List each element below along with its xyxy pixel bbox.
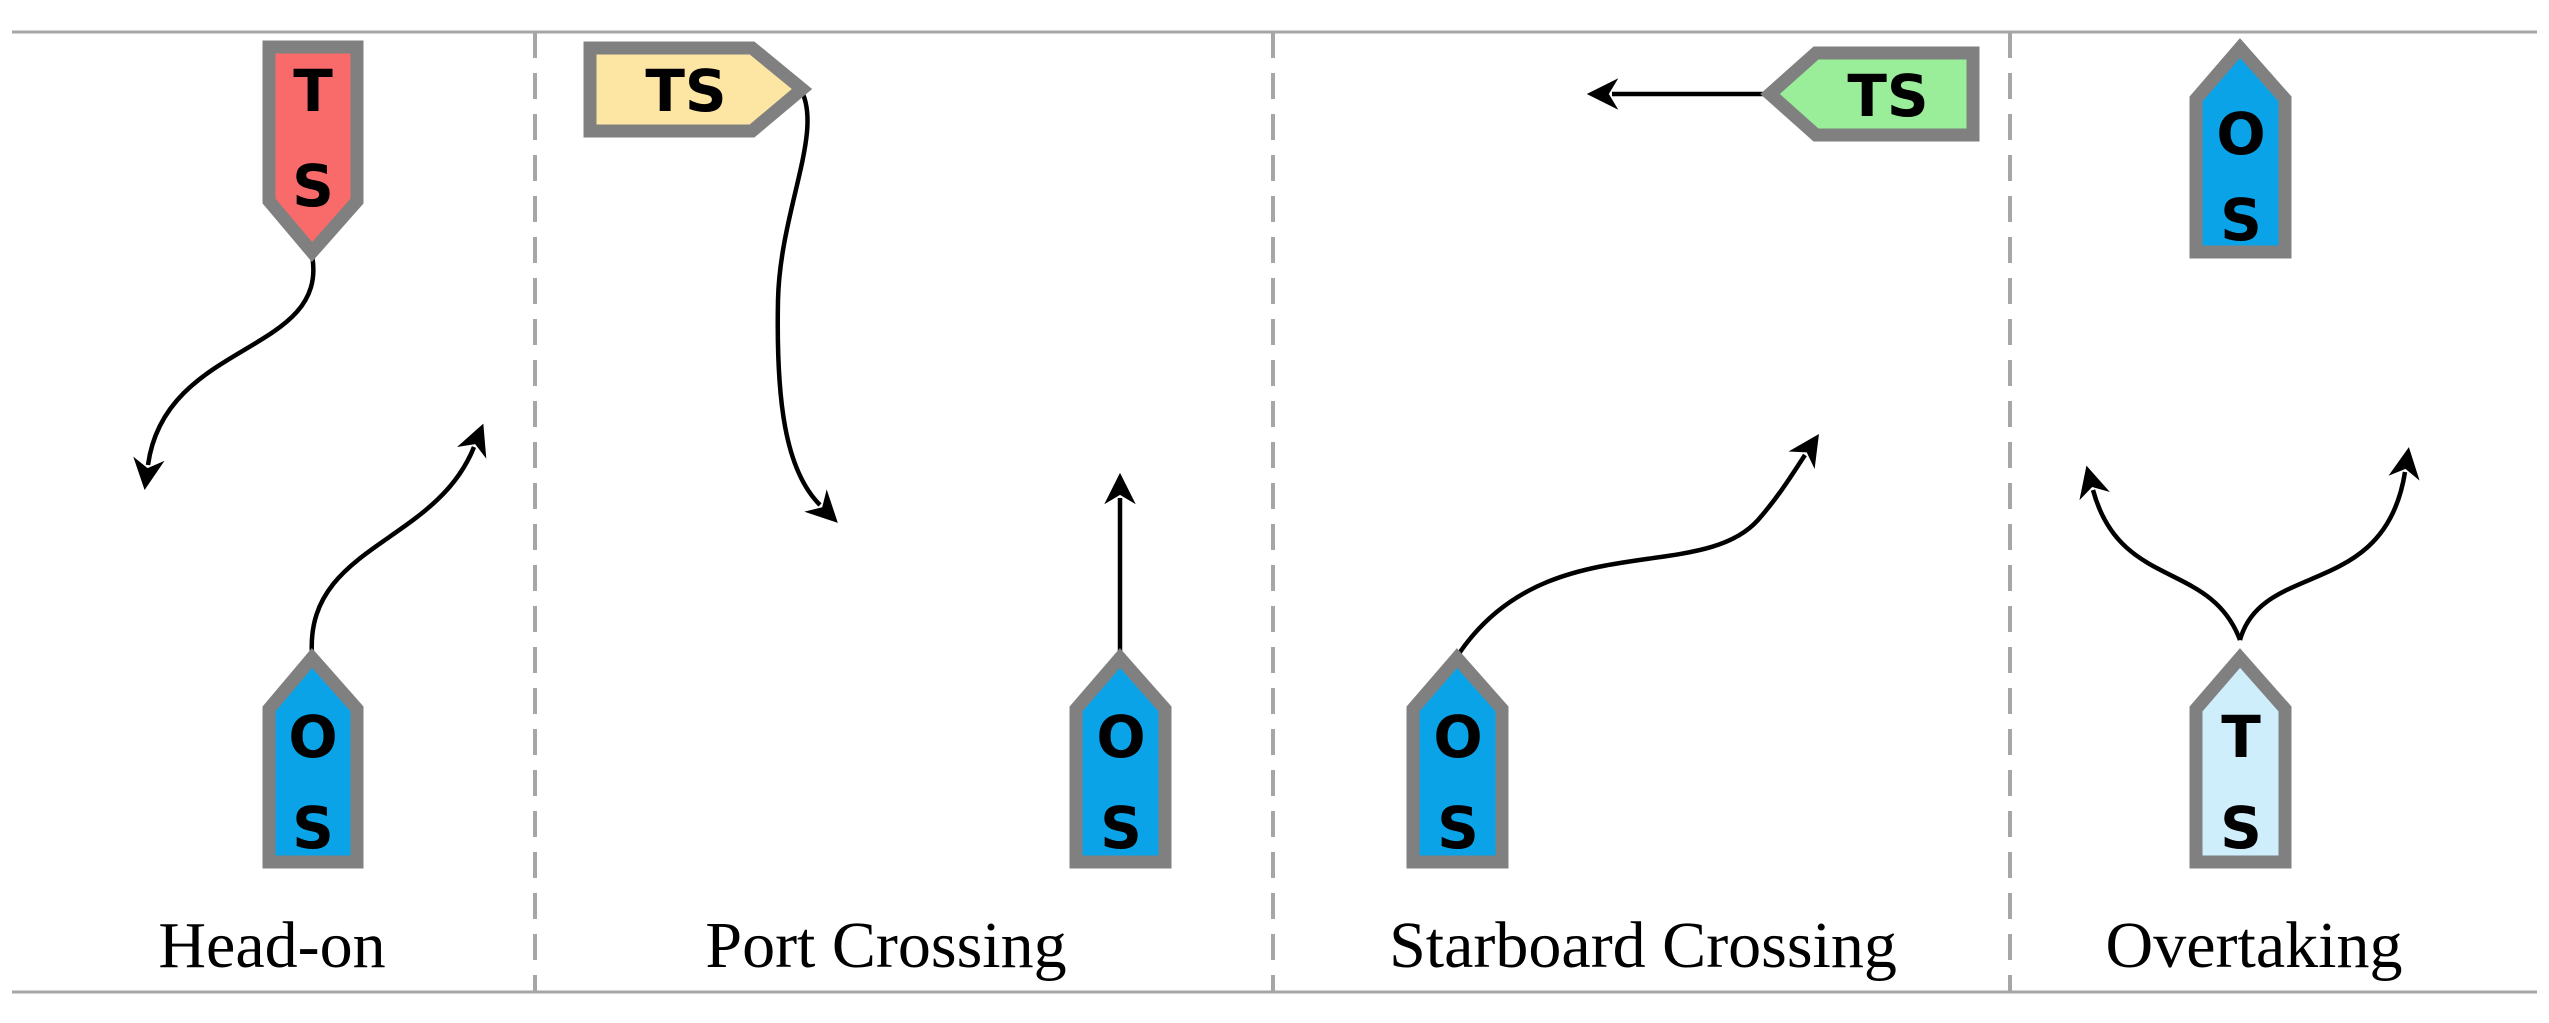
target-ship-label-line1: T: [2221, 703, 2261, 771]
target-ship-hull: [1760, 46, 1980, 142]
target-ship-path-overtaking-left: [2079, 465, 2243, 641]
own-ship-starboard-crossing: O S: [1406, 648, 1509, 869]
own-ship-hull: [1406, 648, 1509, 869]
target-ship-overtaking: T S: [2189, 648, 2292, 869]
own-ship-hull: [2189, 38, 2292, 259]
target-ship-starboard-crossing: TS: [1760, 46, 1980, 142]
target-ship-label-line2: S: [292, 152, 334, 220]
own-ship-port-crossing: O S: [1069, 648, 1172, 869]
target-ship-path-port-crossing: [775, 86, 838, 523]
own-ship-overtaking: O S: [2189, 38, 2292, 259]
target-ship-label: TS: [1847, 62, 1928, 130]
target-ship-path-overtaking-right: [2237, 447, 2420, 641]
target-ship-head-on: T S: [262, 40, 364, 262]
own-ship-hull: [262, 648, 364, 869]
own-ship-head-on: O S: [262, 648, 364, 869]
own-ship-label-line1: O: [2216, 100, 2265, 168]
caption-head-on: Head-on: [158, 909, 385, 982]
own-ship-path-starboard-crossing: [1456, 434, 1819, 657]
own-ship-hull: [1069, 648, 1172, 869]
panel-head-on: T S O S Head-on: [133, 40, 487, 982]
panel-starboard-crossing: TS O S Starboard Crossing: [1389, 46, 1980, 982]
caption-overtaking: Overtaking: [2106, 909, 2403, 982]
own-ship-label-line2: S: [1437, 794, 1479, 862]
own-ship-label-line2: S: [2220, 186, 2262, 254]
target-ship-hull: [262, 40, 364, 262]
own-ship-path-head-on: [309, 423, 487, 656]
target-ship-port-crossing: TS: [583, 41, 813, 138]
target-ship-label: TS: [645, 57, 726, 125]
own-ship-label-line1: O: [1096, 703, 1145, 771]
own-ship-label-line1: O: [1433, 703, 1482, 771]
panel-port-crossing: TS O S Port Crossing: [583, 41, 1172, 982]
target-ship-label-line2: S: [2220, 794, 2262, 862]
own-ship-label-line2: S: [1100, 794, 1142, 862]
target-ship-path-head-on: [133, 254, 316, 490]
own-ship-label-line1: O: [288, 703, 337, 771]
own-ship-label-line2: S: [292, 794, 334, 862]
target-ship-hull: [583, 41, 813, 138]
panel-overtaking: O S T S Overtaking: [2079, 38, 2420, 982]
target-ship-label-line1: T: [293, 57, 333, 125]
caption-starboard-crossing: Starboard Crossing: [1389, 909, 1897, 982]
target-ship-hull: [2189, 648, 2292, 869]
caption-port-crossing: Port Crossing: [705, 909, 1066, 982]
